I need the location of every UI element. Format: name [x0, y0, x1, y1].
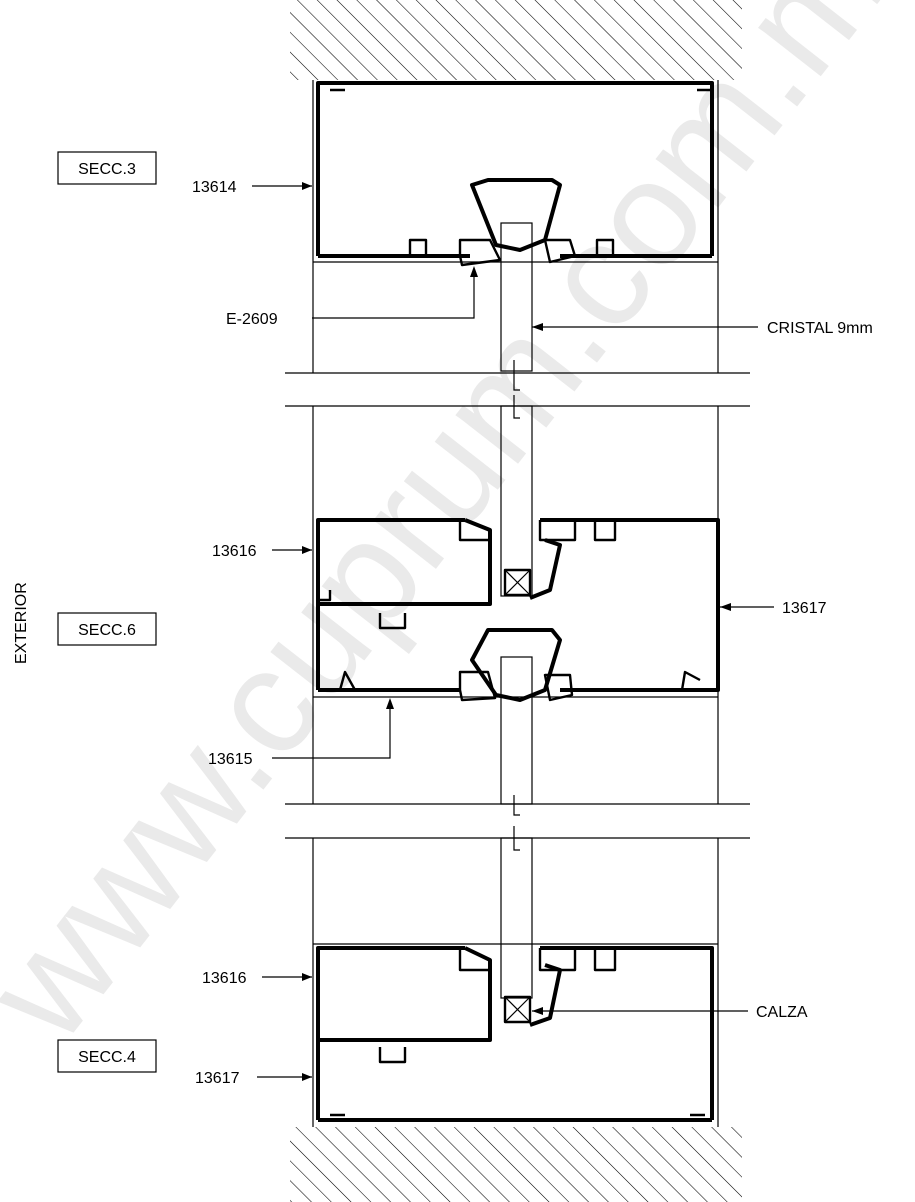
section-label-secc6: SECC.6 [57, 612, 157, 646]
section-label-text: SECC.4 [78, 1049, 136, 1066]
leader-lines [252, 182, 774, 1081]
exterior-label: EXTERIOR [13, 582, 30, 664]
profile-13615 [313, 613, 718, 702]
section-label-secc4: SECC.4 [57, 1039, 157, 1073]
part-label-cristal: CRISTAL 9mm [767, 320, 873, 337]
part-label-13615: 13615 [208, 751, 253, 768]
profile-13614 [312, 80, 719, 373]
glass-segment-middle [312, 395, 719, 816]
section-label-text: SECC.3 [78, 161, 136, 178]
part-label-e2609: E-2609 [226, 311, 278, 328]
watermark: www.cuprum.com.mx [0, 0, 915, 1070]
section-label-text: SECC.6 [78, 622, 136, 639]
part-label-13616-top: 13616 [212, 543, 257, 560]
top-wall-hatch [290, 0, 742, 80]
part-label-13617-right: 13617 [782, 600, 827, 617]
part-label-13617-bottom: 13617 [195, 1070, 240, 1087]
glass-segment-bottom [312, 826, 719, 1127]
profile-13617-bottom [318, 946, 714, 1122]
section-label-secc3: SECC.3 [57, 151, 157, 185]
profile-13616-bottom [313, 943, 718, 1120]
part-label-13616-bottom: 13616 [202, 970, 247, 987]
profile-13616-top [316, 518, 492, 690]
profile-13617-right [529, 518, 720, 692]
part-label-calza: CALZA [756, 1004, 808, 1021]
glass-segment-top [500, 222, 533, 391]
bottom-wall-hatch [290, 1127, 742, 1202]
watermark-text: www.cuprum.com.mx [0, 0, 915, 1070]
part-label-13614: 13614 [192, 179, 237, 196]
